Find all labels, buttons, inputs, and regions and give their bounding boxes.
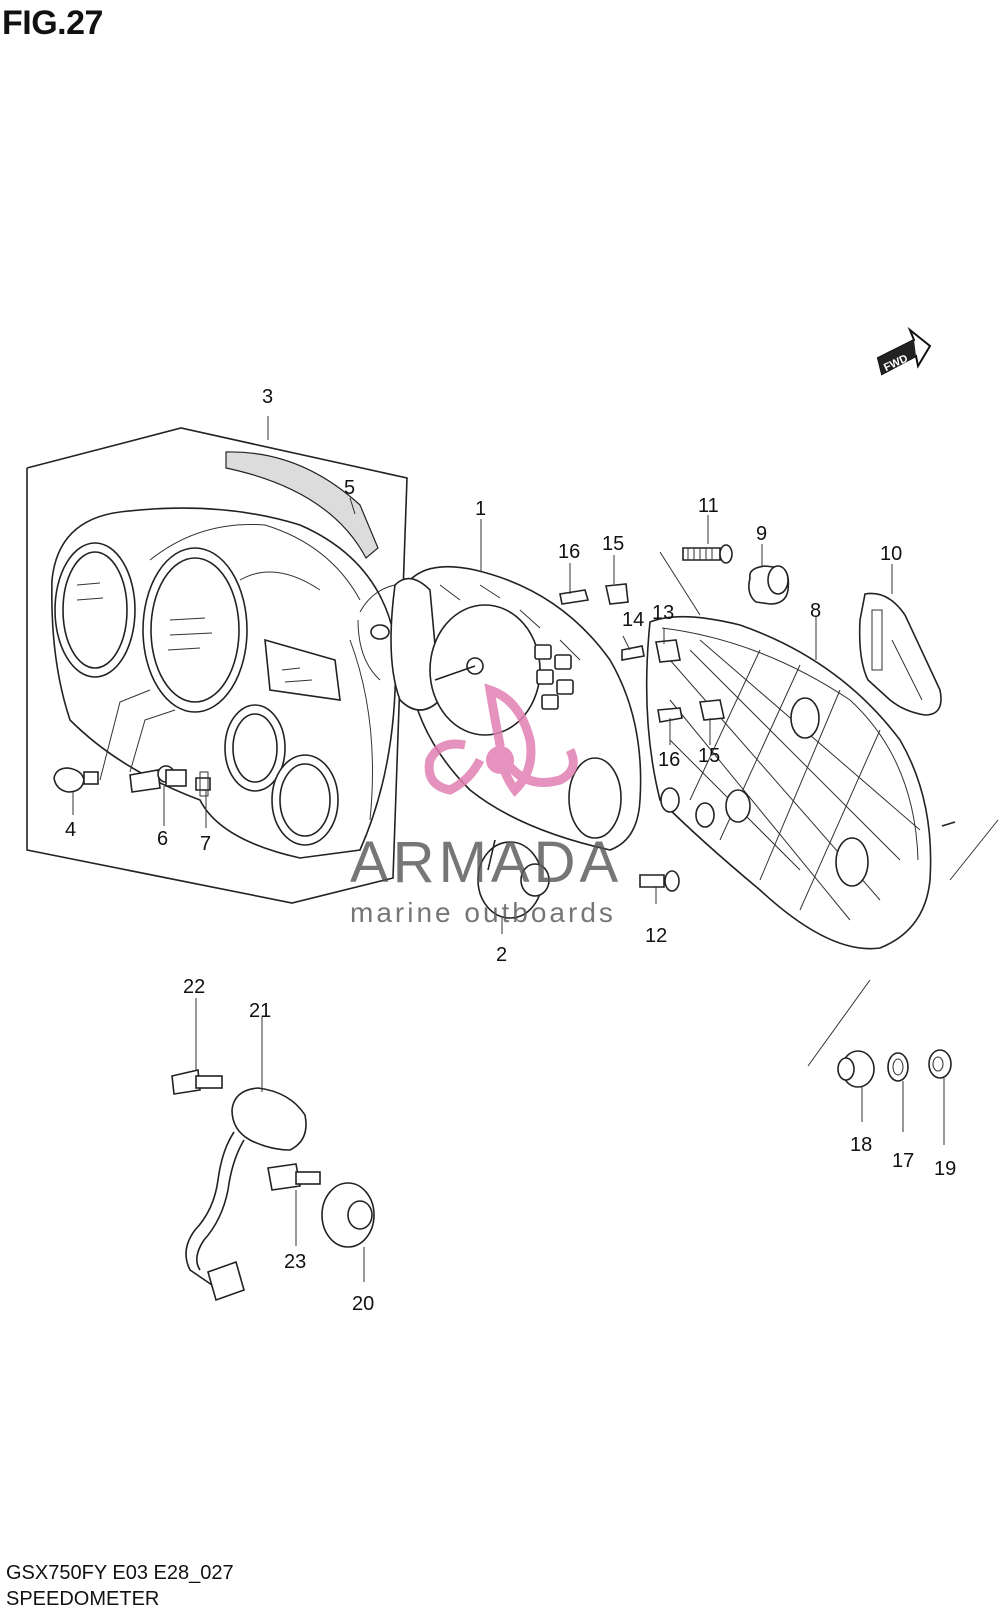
part-3-meter-case <box>51 507 397 859</box>
callout-10: 10 <box>880 543 902 565</box>
callout-13: 13 <box>652 602 674 624</box>
figure-title: FIG.27 <box>2 4 103 42</box>
part-11-screw <box>682 544 733 564</box>
sensor-harness-assembly <box>171 1069 375 1302</box>
callout-15-top: 15 <box>602 533 624 555</box>
watermark-brand: ARMADA <box>350 830 622 895</box>
small-fasteners-left <box>53 765 211 797</box>
callout-4: 4 <box>65 819 76 841</box>
callout-23: 23 <box>284 1251 306 1273</box>
callout-5: 5 <box>344 477 355 499</box>
callout-8: 8 <box>810 600 821 622</box>
callout-1: 1 <box>475 498 486 520</box>
diagram-name: SPEEDOMETER <box>6 1588 160 1610</box>
diagram-code: GSX750FY E03 E28_027 <box>6 1562 234 1584</box>
callout-16-mid: 16 <box>658 749 680 771</box>
parts-17-18-19 <box>837 1049 952 1088</box>
callout-6: 6 <box>157 828 168 850</box>
callout-14: 14 <box>622 609 644 631</box>
meter-case-outline <box>26 427 408 904</box>
callout-15-mid: 15 <box>698 745 720 767</box>
callout-12: 12 <box>645 925 667 947</box>
part-9-grommet <box>748 565 790 605</box>
part-5-lens-strip <box>225 451 379 559</box>
leader-lines <box>72 416 999 1282</box>
part-1-meter-panel <box>357 565 642 851</box>
callout-20: 20 <box>352 1293 374 1315</box>
callout-22: 22 <box>183 976 205 998</box>
callout-11: 11 <box>698 495 719 517</box>
watermark-logo <box>424 683 578 797</box>
callout-2: 2 <box>496 944 507 966</box>
part-10-bracket <box>858 592 942 716</box>
callout-19: 19 <box>934 1158 956 1180</box>
forward-arrow-icon: FWD <box>876 326 932 376</box>
watermark-tagline: marine outboards <box>350 897 616 928</box>
callout-18: 18 <box>850 1134 872 1156</box>
bulb-sockets <box>559 583 725 723</box>
callout-labels: 3 5 1 16 15 11 9 10 13 14 8 16 15 4 6 7 … <box>65 386 956 1315</box>
callout-21: 21 <box>249 1000 271 1022</box>
callout-9: 9 <box>756 523 767 545</box>
callout-17: 17 <box>892 1150 914 1172</box>
callout-3: 3 <box>262 386 273 408</box>
callout-16-top: 16 <box>558 541 580 563</box>
part-2-and-12 <box>477 839 680 919</box>
callout-7: 7 <box>200 833 211 855</box>
